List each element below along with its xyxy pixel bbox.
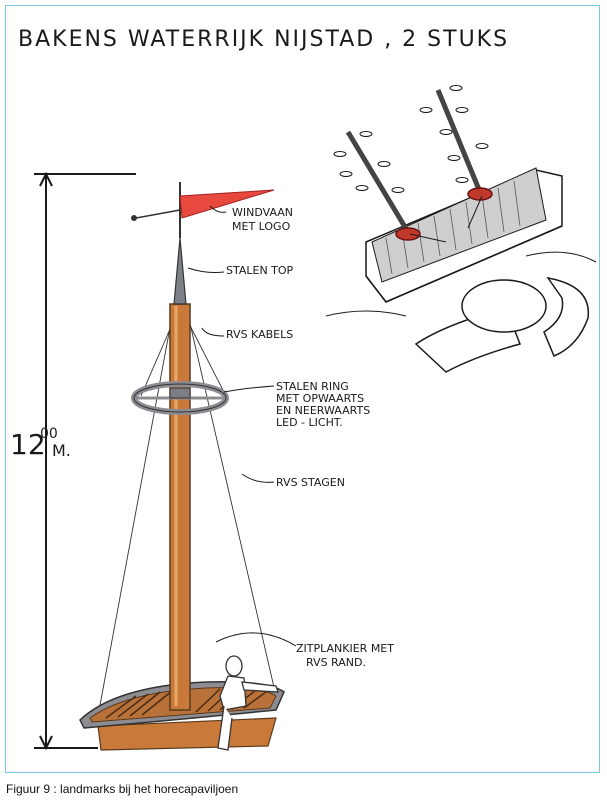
label-stalen-top: STALEN TOP: [226, 264, 294, 277]
label-zitplankier-line-1: ZITPLANKIER MET: [296, 642, 394, 655]
label-ring-line-2: MET OPWAARTS: [276, 392, 364, 405]
label-rvs-stagen: RVS STAGEN: [276, 476, 345, 489]
site-perspective: [325, 85, 597, 373]
person-figure: [217, 655, 279, 751]
label-windvaan: WINDVAAN MET LOGO: [232, 206, 293, 233]
label-ring-line-1: STALEN RING: [276, 380, 349, 393]
sketch-title: BAKENS WATERRIJK NIJSTAD , 2 STUKS: [18, 27, 509, 52]
height-unit: M.: [52, 441, 71, 460]
mast: [169, 182, 191, 711]
label-windvaan-line-2: MET LOGO: [232, 220, 291, 233]
figure-caption: Figuur 9 : landmarks bij het horecapavil…: [6, 782, 239, 796]
wind-vane: [131, 189, 275, 221]
label-ring: STALEN RING MET OPWAARTS EN NEERWAARTS L…: [276, 380, 370, 429]
label-windvaan-line-1: WINDVAAN: [232, 206, 293, 219]
label-zitplankier-line-2: RVS RAND.: [306, 656, 366, 669]
landmark-sketch: BAKENS WATERRIJK NIJSTAD , 2 STUKS 12 00…: [10, 27, 597, 751]
leader-lines: [187, 205, 297, 647]
steel-ring: [131, 381, 229, 415]
label-ring-line-4: LED - LICHT.: [276, 416, 343, 429]
label-rvs-kabels: RVS KABELS: [226, 328, 293, 341]
figure-frame: BAKENS WATERRIJK NIJSTAD , 2 STUKS 12 00…: [5, 5, 600, 773]
rvs-stays: [97, 305, 277, 717]
height-superscript: 00: [40, 426, 58, 442]
label-zitplankier: ZITPLANKIER MET RVS RAND.: [296, 642, 394, 669]
height-dimension: [34, 171, 136, 751]
label-ring-line-3: EN NEERWAARTS: [276, 404, 370, 417]
steel-top: [173, 237, 187, 305]
height-value: 12: [10, 428, 46, 461]
